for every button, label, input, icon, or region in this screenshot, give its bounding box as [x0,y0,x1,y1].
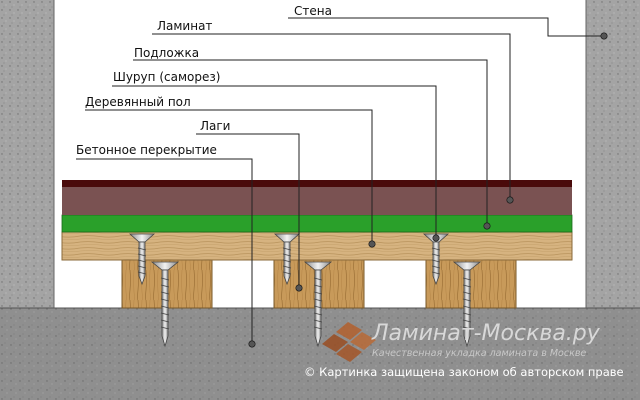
marker-dot [295,284,303,292]
screw-icon [273,233,301,286]
leader-underlay [133,59,488,226]
laminate-layer [62,186,572,215]
screw-icon [150,261,180,348]
label-laminate: Ламинат [157,19,212,33]
watermark-brand: Ламинат-Москва.ру [371,321,601,346]
label-wood-floor: Деревянный пол [85,95,191,109]
leader-wood-floor [85,109,373,244]
label-wall: Стена [294,4,332,18]
laminate-top-edge [62,180,572,187]
marker-dot [368,240,376,248]
copyright-notice: © Картинка защищена законом об авторском… [304,365,624,379]
laminate-logo-icon [322,322,376,362]
leader-screw [112,85,437,238]
underlay-layer [61,214,573,233]
label-underlay: Подложка [134,46,199,60]
leader-concrete [76,158,253,344]
leader-laminate [152,33,511,200]
marker-dot [432,234,440,242]
label-concrete: Бетонное перекрытие [76,143,217,157]
screw-icon [128,233,156,286]
label-joists: Лаги [200,119,230,133]
marker-dot [248,340,256,348]
leader-wall [288,17,604,37]
screw-icon [303,261,333,348]
marker-dot [600,32,608,40]
marker-dot [506,196,514,204]
leader-joists [196,133,300,288]
marker-dot [483,222,491,230]
screw-icon [452,261,482,348]
watermark-tagline: Качественная укладка ламината в Москве [372,348,586,359]
label-screw: Шуруп (саморез) [113,70,220,84]
